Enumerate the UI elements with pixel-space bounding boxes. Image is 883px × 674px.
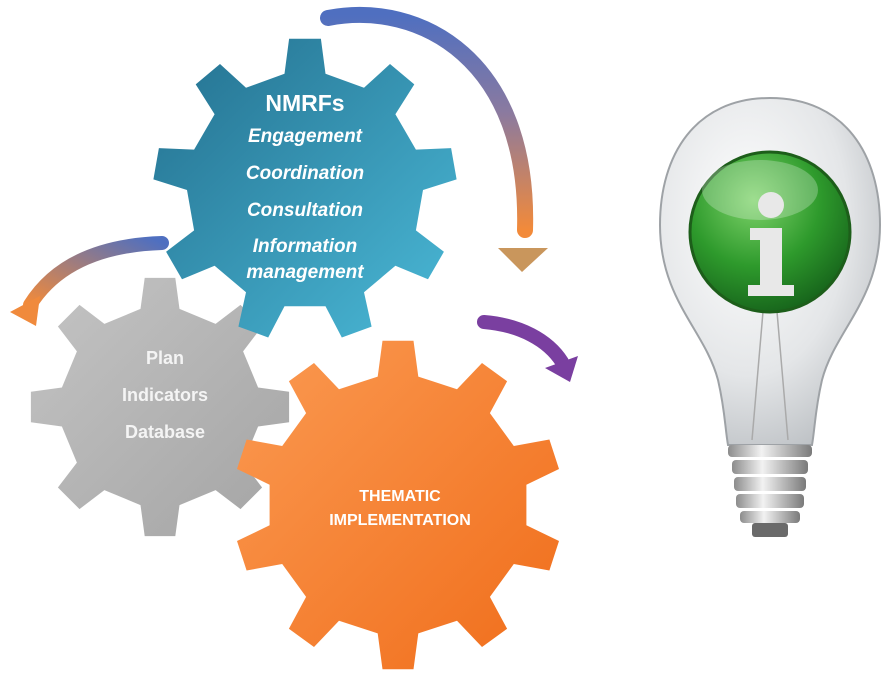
nmrfs-item-consultation: Consultation bbox=[246, 200, 364, 221]
plan-item-database: Database bbox=[124, 422, 206, 442]
top-arrow-head bbox=[498, 248, 548, 272]
plan-item-plan: Plan bbox=[145, 348, 184, 368]
lightbulb-info-icon bbox=[658, 96, 882, 537]
nmrfs-item-engagement: Engagement bbox=[247, 126, 363, 147]
thematic-line-2: IMPLEMENTATION bbox=[329, 512, 471, 529]
nmrfs-title: NMRFs bbox=[265, 90, 345, 116]
nmrfs-item-coordination: Coordination bbox=[245, 163, 365, 184]
plan-gear bbox=[30, 277, 290, 537]
thematic-line-1: THEMATIC bbox=[359, 488, 441, 505]
plan-item-indicators: Indicators bbox=[121, 385, 209, 405]
purple-curved-arrow bbox=[477, 315, 569, 369]
thematic-gear bbox=[237, 340, 559, 670]
purple-arrow-head bbox=[545, 356, 578, 382]
left-arrow-head bbox=[10, 296, 40, 326]
top-curved-arrow bbox=[320, 6, 534, 238]
info-badge-icon bbox=[688, 150, 852, 314]
nmrfs-item-information: Information bbox=[252, 236, 358, 257]
nmrfs-item-management: management bbox=[246, 262, 364, 283]
nmrfs-gear bbox=[153, 38, 457, 338]
left-curved-arrow bbox=[23, 236, 169, 312]
